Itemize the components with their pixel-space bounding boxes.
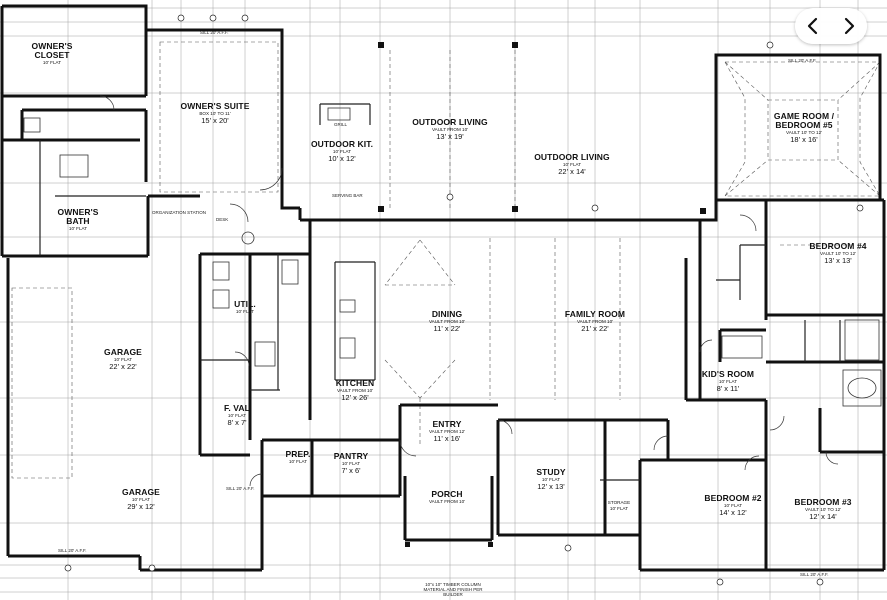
note-sill: SILL 20' A.F.F. xyxy=(58,548,87,553)
note-sill: SILL 20' A.F.F. xyxy=(800,572,829,577)
fixtures xyxy=(23,107,882,407)
note-timber: 10"x 10" TIMBER COLUMN MATERIAL AND FINI… xyxy=(423,582,483,598)
chevron-left-icon xyxy=(807,17,818,35)
note-sill: SILL 20' A.F.F. xyxy=(226,486,255,491)
door-swings xyxy=(99,95,839,487)
note-grill: GRILL xyxy=(334,122,348,127)
next-button[interactable] xyxy=(831,8,867,44)
note-serving-bar: SERVING BAR xyxy=(332,193,363,198)
posts xyxy=(378,42,706,547)
ceiling-lines xyxy=(11,41,881,479)
markers xyxy=(64,14,864,586)
chevron-right-icon xyxy=(844,17,855,35)
image-nav xyxy=(795,8,867,44)
note-organization-station: ORGANIZATION STATION xyxy=(152,210,206,215)
note-desk: DESK xyxy=(216,217,229,222)
interior-walls xyxy=(39,103,841,481)
note-sill: SILL 20' A.F.F. xyxy=(200,30,229,35)
prev-button[interactable] xyxy=(795,8,831,44)
walls xyxy=(0,4,886,572)
note-sill: SILL 20' A.F.F. xyxy=(788,58,817,63)
